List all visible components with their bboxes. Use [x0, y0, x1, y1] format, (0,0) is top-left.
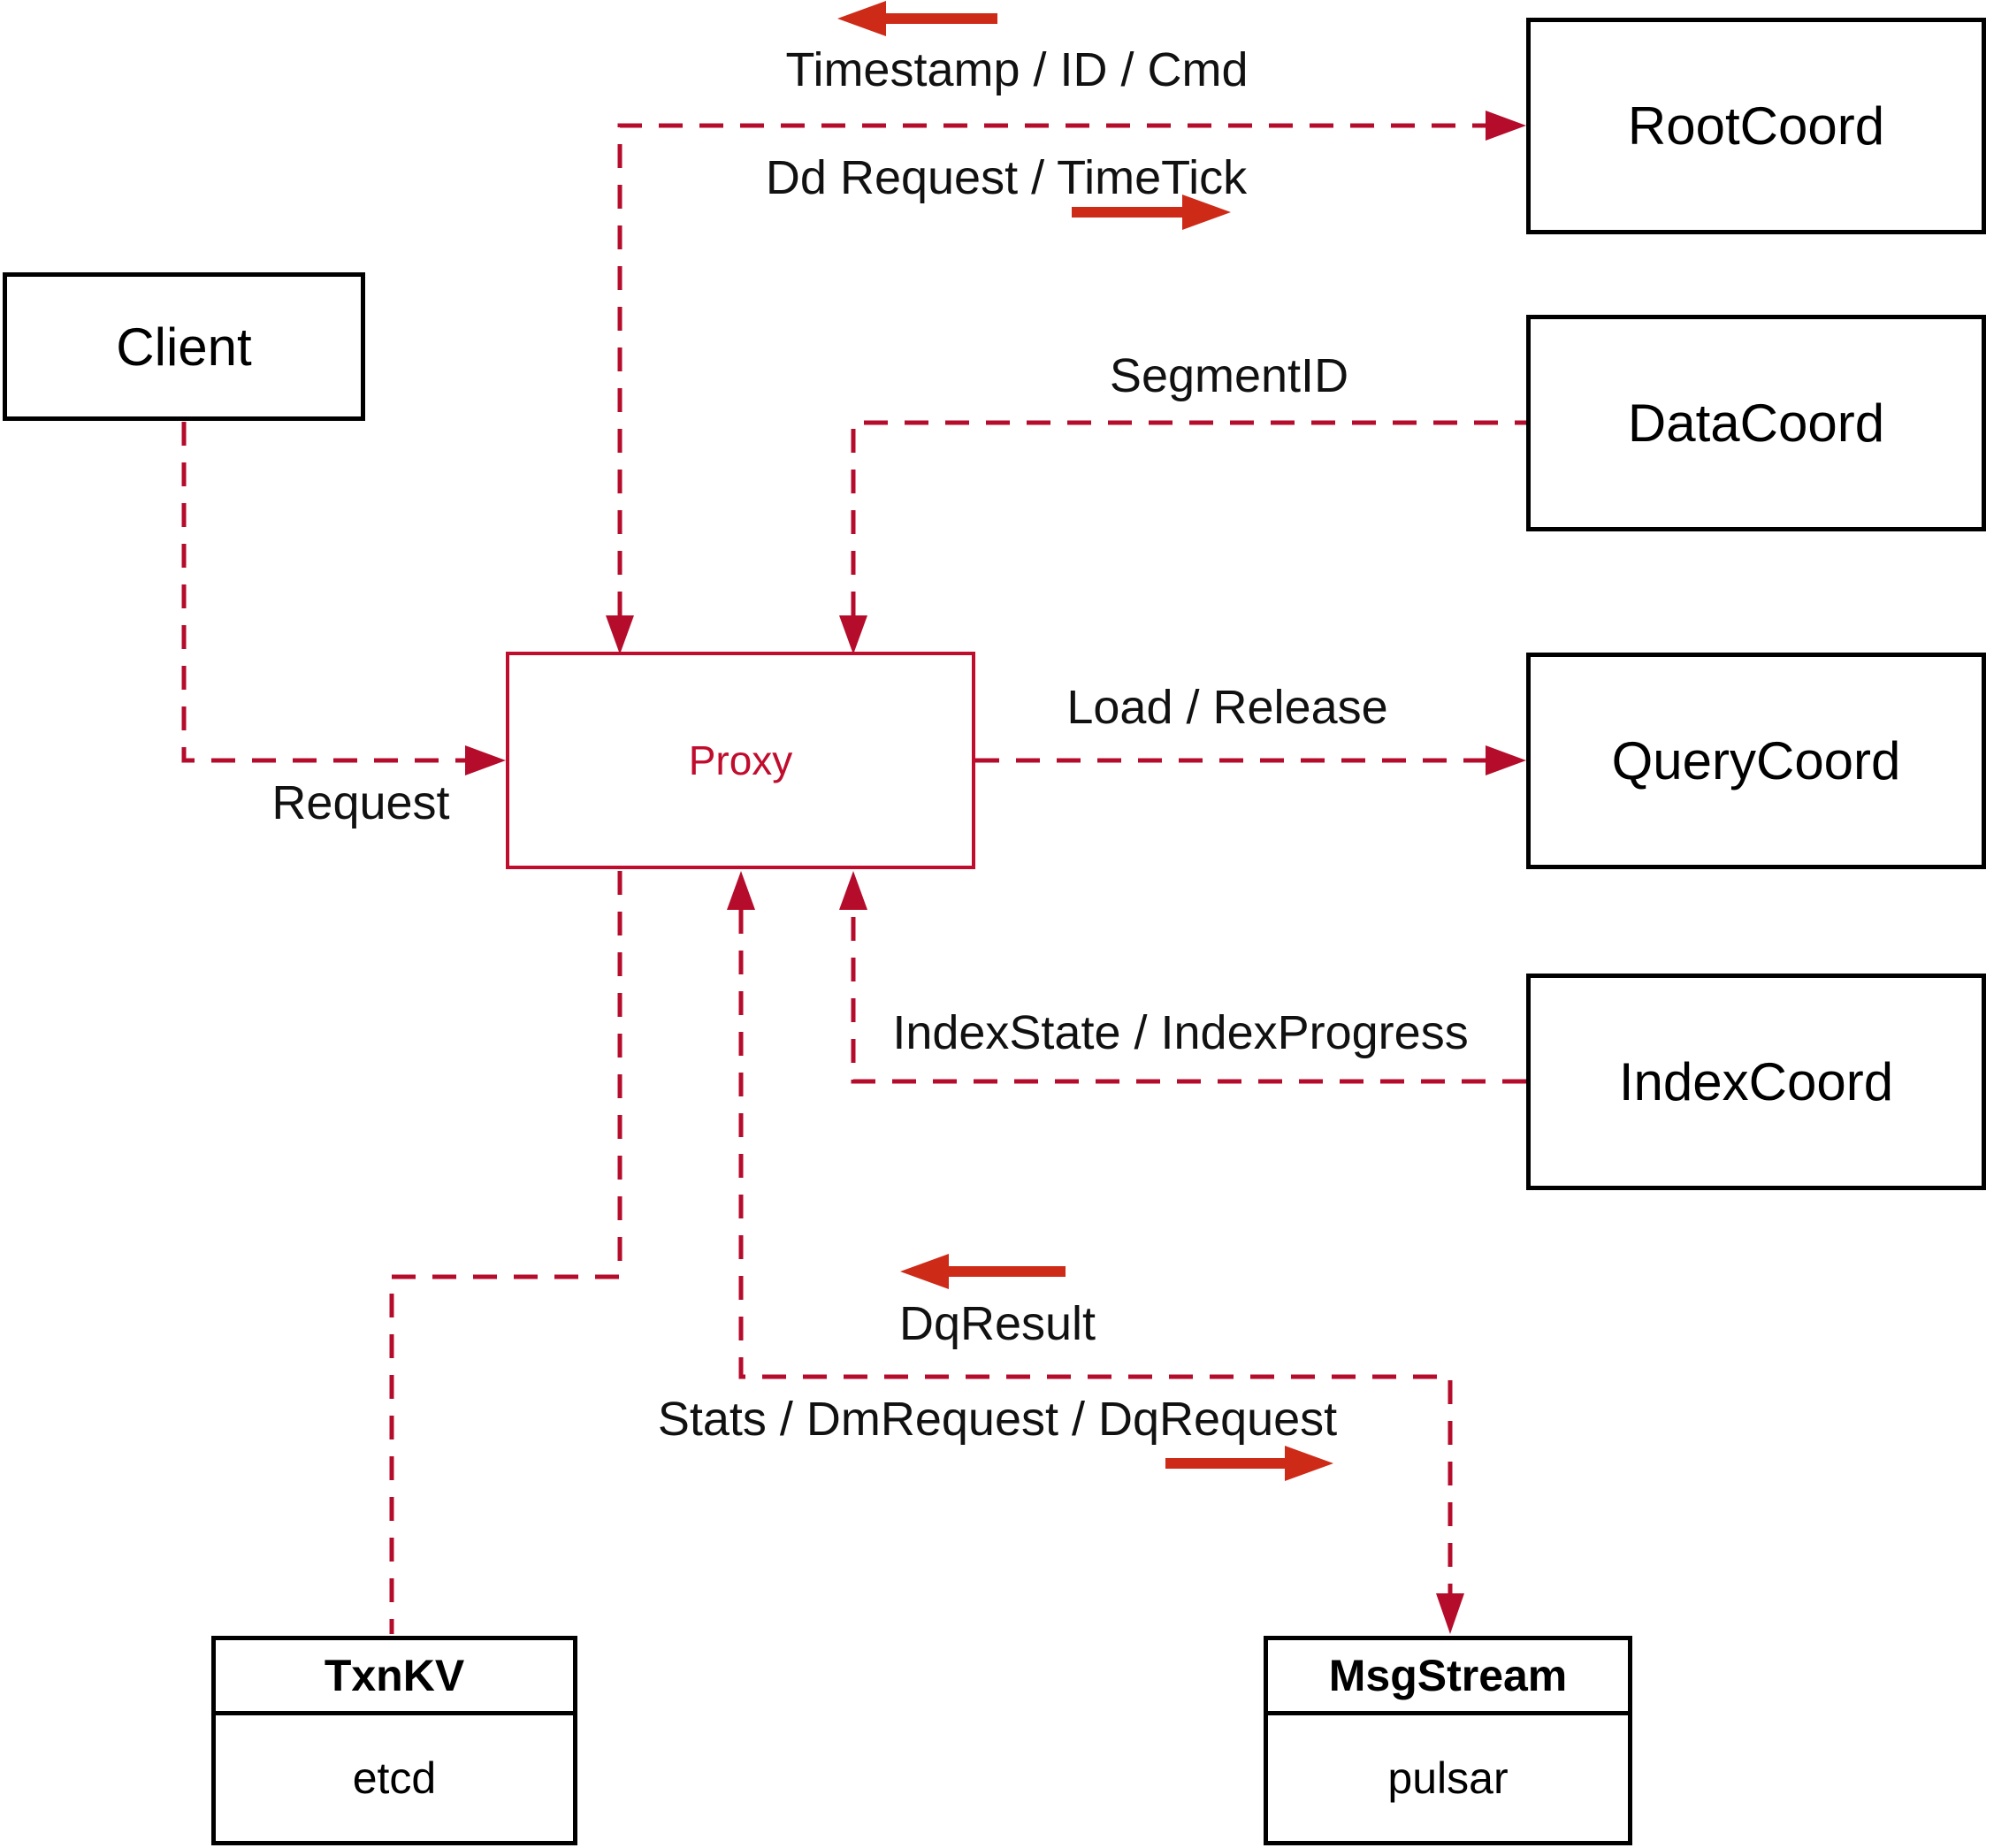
edge-datacoord-proxy: [851, 420, 1526, 615]
edge-label-load-release: Load / Release: [1066, 681, 1388, 734]
edge-label-indexstate-indexprogress: IndexState / IndexProgress: [892, 1006, 1469, 1059]
arrowhead-into-proxy-bottom-left-icon: [727, 871, 755, 910]
arrowhead-into-msgstream-icon: [1436, 1593, 1464, 1634]
edge-label-request: Request: [271, 776, 450, 829]
node-querycoord-label: QueryCoord: [1611, 731, 1901, 790]
arrowhead-into-proxy-top-left-icon: [606, 615, 634, 654]
edge-label-dqresult: DqResult: [898, 1297, 1096, 1350]
arrowhead-into-rootcoord-icon: [1486, 111, 1526, 141]
node-msgstream-body: pulsar: [1387, 1753, 1509, 1803]
edge-proxy-txnkv: [389, 871, 623, 1634]
node-txnkv: TxnKV etcd: [211, 1636, 577, 1845]
edge-proxy-rootcoord: [617, 123, 1486, 615]
edge-indexcoord-proxy: [851, 910, 1526, 1084]
arrowhead-into-proxy-left-icon: [465, 745, 506, 775]
arrowhead-into-querycoord-icon: [1486, 745, 1526, 775]
node-datacoord-label: DataCoord: [1627, 393, 1885, 453]
node-msgstream: MsgStream pulsar: [1264, 1636, 1632, 1845]
node-txnkv-title: TxnKV: [216, 1640, 573, 1715]
node-client-label: Client: [116, 317, 252, 377]
node-proxy-label: Proxy: [688, 737, 793, 783]
edge-label-dd-request-timetick: Dd Request / TimeTick: [765, 151, 1248, 204]
node-txnkv-body: etcd: [352, 1753, 437, 1803]
edge-label-segmentid: SegmentID: [1109, 349, 1349, 402]
arrow-right-icon: [1072, 195, 1231, 230]
node-proxy: Proxy: [506, 652, 975, 869]
edge-label-stats-dmrequest-dqrequest: Stats / DmRequest / DqRequest: [657, 1393, 1338, 1446]
node-msgstream-title: MsgStream: [1268, 1640, 1628, 1715]
node-indexcoord-label: IndexCoord: [1618, 1052, 1894, 1111]
node-client: Client: [3, 272, 365, 421]
node-querycoord: QueryCoord: [1526, 653, 1986, 869]
node-datacoord: DataCoord: [1526, 315, 1986, 531]
edge-proxy-msgstream: [738, 910, 1453, 1593]
arrow-right-icon: [1165, 1446, 1333, 1481]
arrowhead-into-proxy-top-right-icon: [839, 615, 867, 654]
arrow-left-icon: [837, 1, 997, 36]
node-rootcoord: RootCoord: [1526, 18, 1986, 234]
node-indexcoord: IndexCoord: [1526, 974, 1986, 1190]
node-rootcoord-label: RootCoord: [1627, 96, 1885, 156]
arrowhead-into-proxy-bottom-right-icon: [839, 871, 867, 910]
edge-client-proxy: [181, 422, 465, 763]
edge-label-timestamp-id-cmd: Timestamp / ID / Cmd: [785, 43, 1249, 96]
arrow-left-icon: [900, 1254, 1066, 1289]
